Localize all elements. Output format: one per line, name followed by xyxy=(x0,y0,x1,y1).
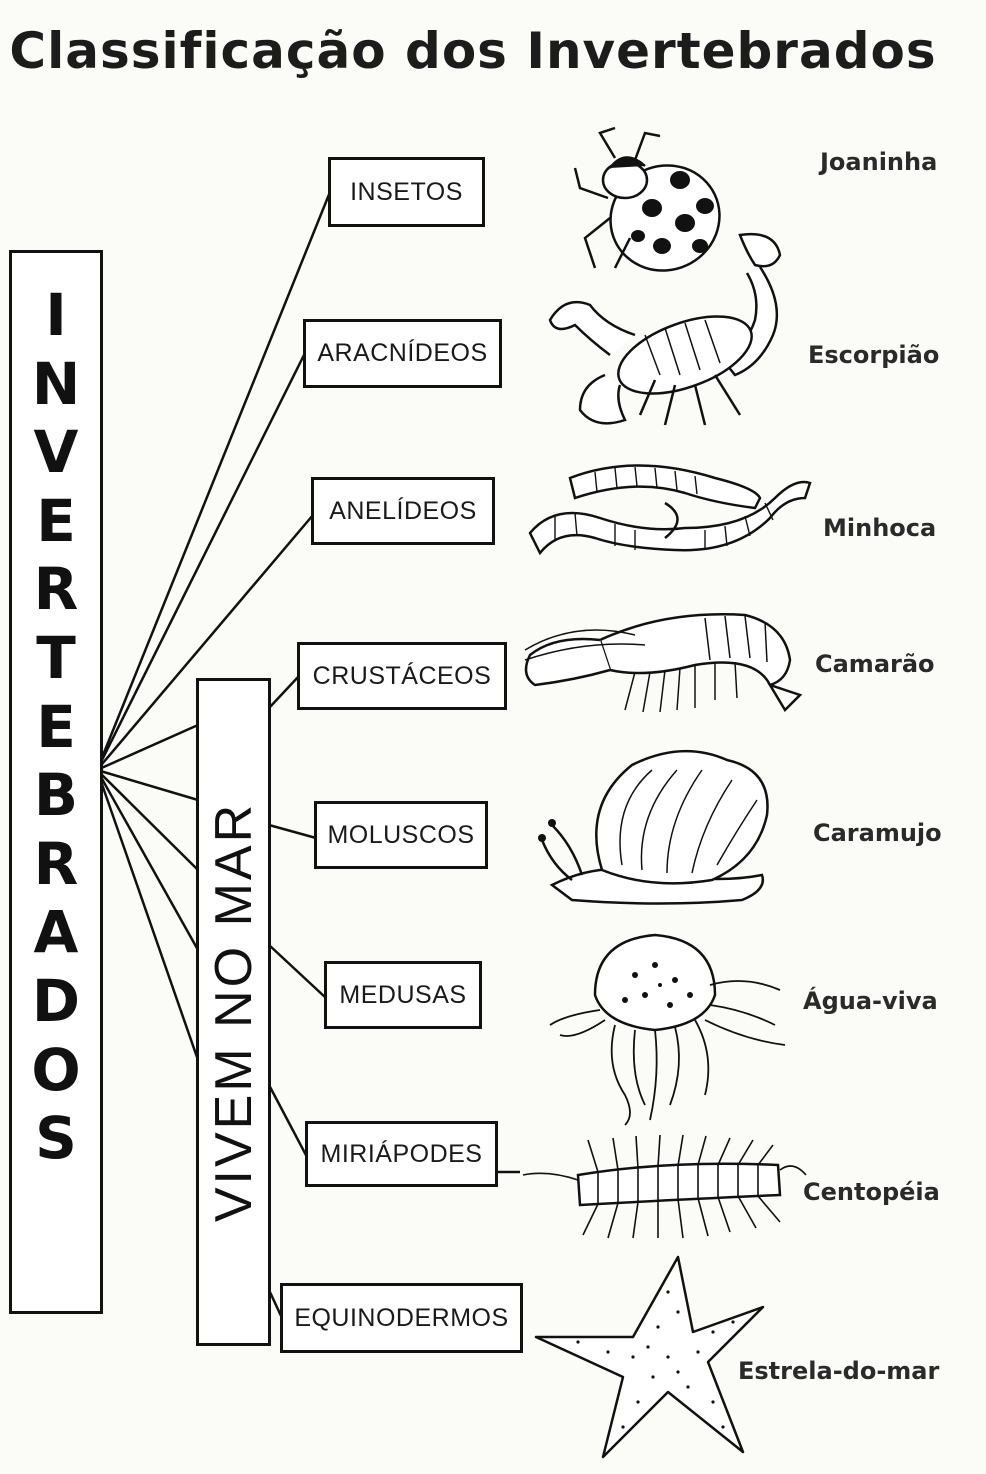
invertebrados-letter: E xyxy=(36,486,76,555)
animal-camarao: Camarão xyxy=(815,650,935,678)
vivem-no-mar-box: VIVEM NO MAR xyxy=(196,678,271,1346)
invertebrados-letter: D xyxy=(31,966,81,1035)
invertebrados-letter: N xyxy=(31,349,81,418)
invertebrados-letter: S xyxy=(35,1104,77,1173)
connector-moluscos xyxy=(268,823,317,840)
starfish-icon xyxy=(534,1255,765,1459)
invertebrados-letter: E xyxy=(36,692,76,761)
group-moluscos: MOLUSCOS xyxy=(314,801,488,869)
group-miriapodes: MIRIÁPODES xyxy=(305,1121,498,1187)
animal-agua-viva: Água-viva xyxy=(803,987,938,1015)
connector-anelideos xyxy=(96,514,314,771)
animal-centopeia: Centopéia xyxy=(803,1178,940,1206)
scorpion-icon xyxy=(548,232,782,426)
connector-aracnideos xyxy=(95,352,307,771)
shrimp-icon xyxy=(524,613,803,713)
vivem-no-mar-label: VIVEM NO MAR xyxy=(204,801,263,1223)
connector-vivem-2 xyxy=(96,768,199,802)
invertebrados-letter: B xyxy=(33,761,79,830)
connector-miriapodes xyxy=(267,1084,309,1158)
group-anelideos: ANELÍDEOS xyxy=(311,477,495,545)
animal-caramujo: Caramujo xyxy=(813,819,942,847)
connector-medusas xyxy=(268,944,327,999)
centipede-icon xyxy=(522,1134,807,1239)
animal-escorpiao: Escorpião xyxy=(808,341,940,369)
connector-vivem-5 xyxy=(95,769,200,1061)
invertebrados-letter: R xyxy=(33,555,79,624)
invertebrados-letter: I xyxy=(45,281,67,349)
snail-icon xyxy=(538,749,769,905)
connector-insetos xyxy=(95,191,332,771)
jellyfish-icon xyxy=(549,933,786,1126)
animal-joaninha: Joaninha xyxy=(820,148,938,176)
connector-vivem-top xyxy=(96,723,199,772)
connector-vivem-3 xyxy=(96,769,199,871)
invertebrados-letter: A xyxy=(33,898,79,967)
earthworm-icon xyxy=(528,464,812,556)
invertebrados-letter: V xyxy=(33,418,79,487)
ladybug-icon xyxy=(573,126,721,272)
group-crustaceos: CRUSTÁCEOS xyxy=(297,642,507,710)
group-aracnideos: ARACNÍDEOS xyxy=(303,319,502,388)
page-title: Classificação dos Invertebrados xyxy=(9,22,937,80)
animal-minhoca: Minhoca xyxy=(823,514,937,542)
invertebrados-letter: R xyxy=(33,829,79,898)
group-medusas: MEDUSAS xyxy=(324,961,482,1029)
connector-vivem-4 xyxy=(95,769,200,951)
group-insetos: INSETOS xyxy=(328,157,485,227)
animal-estrela-do-mar: Estrela-do-mar xyxy=(738,1357,940,1385)
invertebrados-letter: T xyxy=(36,623,76,692)
connector-crustaceos xyxy=(268,675,300,709)
connector-equinodermos xyxy=(267,1289,284,1319)
invertebrados-letter: O xyxy=(31,1035,81,1104)
group-equinodermos: EQUINODERMOS xyxy=(280,1283,523,1353)
